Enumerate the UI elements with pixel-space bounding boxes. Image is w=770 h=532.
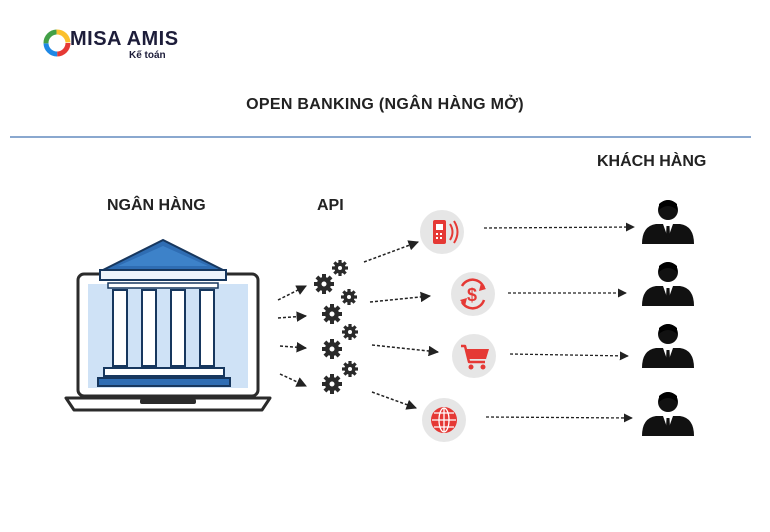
service-shopping [452, 334, 496, 378]
customer-person-icon [642, 392, 694, 436]
heading-bank: NGÂN HÀNG [107, 197, 206, 214]
logo-ring-icon [43, 29, 71, 57]
money-exchange-icon: $ [460, 278, 486, 310]
globe-icon [431, 407, 457, 433]
customer-person-icon [642, 324, 694, 368]
service-web [422, 398, 466, 442]
logo-subtitle: Kế toán [129, 50, 166, 61]
api-to-service-arrows [363, 240, 440, 410]
svg-text:$: $ [467, 285, 477, 305]
heading-customer: KHÁCH HÀNG [597, 153, 707, 170]
bank-laptop-icon [64, 272, 272, 412]
service-to-customer-arrows [483, 222, 635, 423]
page-title: OPEN BANKING (NGÂN HÀNG MỞ) [246, 96, 524, 113]
service-mobile [420, 210, 464, 254]
heading-api: API [317, 197, 344, 214]
bank-to-api-arrows [277, 285, 308, 387]
mobile-phone-icon [433, 220, 459, 244]
logo-brand: MISA AMIS [70, 28, 179, 50]
customer-person-icon [642, 200, 694, 244]
misa-amis-logo [42, 26, 182, 66]
customer-person-icon [642, 262, 694, 306]
service-money-exchange: $ [451, 272, 495, 316]
title-divider [10, 136, 751, 138]
bank-building-icon [97, 238, 231, 387]
shopping-cart-icon [461, 344, 489, 370]
api-gears-icon [314, 260, 358, 394]
